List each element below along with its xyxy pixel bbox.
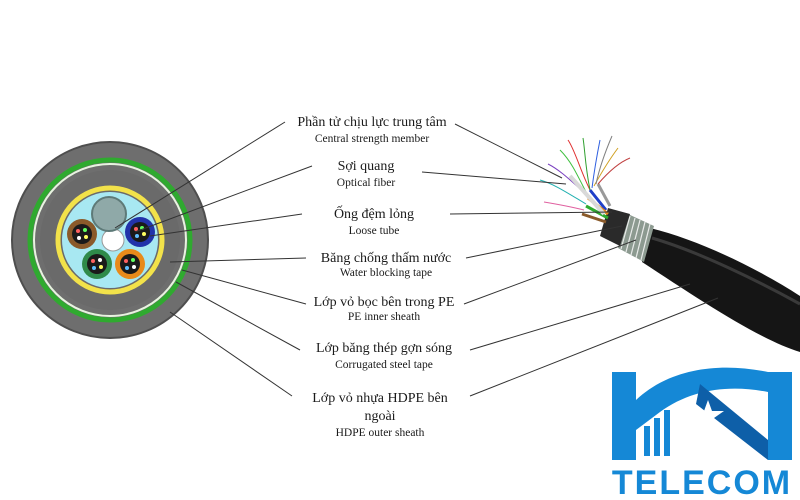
label-optical-fiber-vi: Sợi quang bbox=[338, 159, 395, 174]
cable-fibers bbox=[539, 135, 631, 211]
label-loose-tube-en: Loose tube bbox=[349, 225, 400, 237]
label-corrugated-steel-tape-en: Corrugated steel tape bbox=[335, 359, 433, 371]
loose-tube-brown bbox=[67, 219, 97, 249]
hn-telecom-logo: TELECOM bbox=[612, 367, 792, 500]
logo-left-post bbox=[612, 372, 636, 460]
label-optical-fiber-en: Optical fiber bbox=[337, 177, 396, 189]
logo-right-post bbox=[768, 372, 792, 460]
logo-text: TELECOM bbox=[612, 464, 792, 500]
logo-arch bbox=[636, 367, 768, 430]
label-corrugated-steel-tape-vi: Lớp băng thép gợn sóng bbox=[316, 341, 452, 356]
steel-tape-ring bbox=[27, 157, 193, 323]
star-icon bbox=[692, 400, 724, 429]
cable-outer-jacket bbox=[642, 228, 800, 352]
component-labels: Phần tử chịu lực trung tâm Central stren… bbox=[297, 115, 454, 439]
loose-tube-blue bbox=[125, 217, 155, 247]
label-pe-inner-sheath-vi: Lớp vỏ bọc bên trong PE bbox=[314, 295, 455, 310]
water-blocking-tape bbox=[55, 185, 165, 295]
label-loose-tube-vi: Ống đệm lỏng bbox=[334, 204, 414, 222]
loose-tube-top bbox=[91, 196, 127, 232]
central-strength-member bbox=[101, 228, 125, 252]
label-water-blocking-tape-en: Water blocking tape bbox=[340, 267, 432, 279]
label-water-blocking-tape-vi: Băng chống thấm nước bbox=[321, 251, 451, 266]
loose-tube-orange bbox=[115, 249, 145, 279]
leader-lines bbox=[114, 121, 719, 397]
loose-tube-green bbox=[82, 249, 112, 279]
label-central-strength-member-en: Central strength member bbox=[315, 133, 429, 145]
label-central-strength-member-vi: Phần tử chịu lực trung tâm bbox=[297, 115, 446, 130]
label-hdpe-outer-sheath-en: HDPE outer sheath bbox=[336, 427, 425, 439]
cable-side-view bbox=[539, 135, 800, 352]
label-hdpe-outer-sheath-vi-2: ngoài bbox=[364, 409, 395, 424]
label-pe-inner-sheath-en: PE inner sheath bbox=[348, 311, 420, 323]
cable-cross-section bbox=[11, 141, 209, 339]
label-hdpe-outer-sheath-vi-1: Lớp vỏ nhựa HDPE bên bbox=[312, 391, 448, 406]
cable-central-member bbox=[568, 174, 606, 216]
